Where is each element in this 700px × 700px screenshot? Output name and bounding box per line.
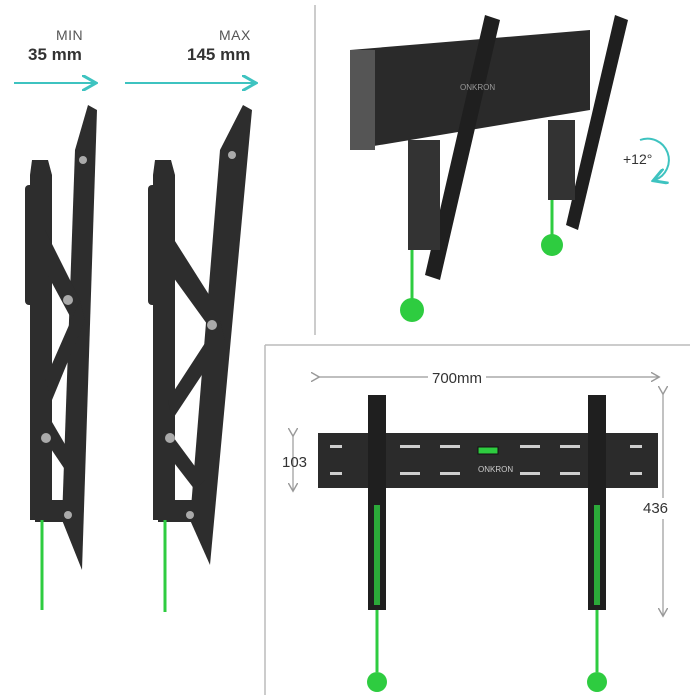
bracket-tilted-perspective: ONKRON <box>350 15 628 322</box>
plate-height-label: 103 <box>282 454 308 471</box>
brand-logo-top: ONKRON <box>460 83 495 92</box>
brand-logo-front: ONKRON <box>478 465 513 474</box>
max-value: 145 mm <box>187 45 251 64</box>
bracket-side-max <box>148 105 252 612</box>
min-label: MIN <box>56 27 84 43</box>
panel-dividers <box>264 5 690 695</box>
bracket-side-min <box>25 105 97 610</box>
tilt-rotation-arrow <box>639 137 670 180</box>
tilt-angle-label: +12° <box>623 151 653 167</box>
min-value: 35 mm <box>28 45 82 64</box>
max-label: MAX <box>219 27 251 43</box>
total-height-label: 436 <box>643 498 669 519</box>
bracket-front-view: ONKRON <box>318 395 658 692</box>
width-dimension-label: 700mm <box>428 370 487 387</box>
